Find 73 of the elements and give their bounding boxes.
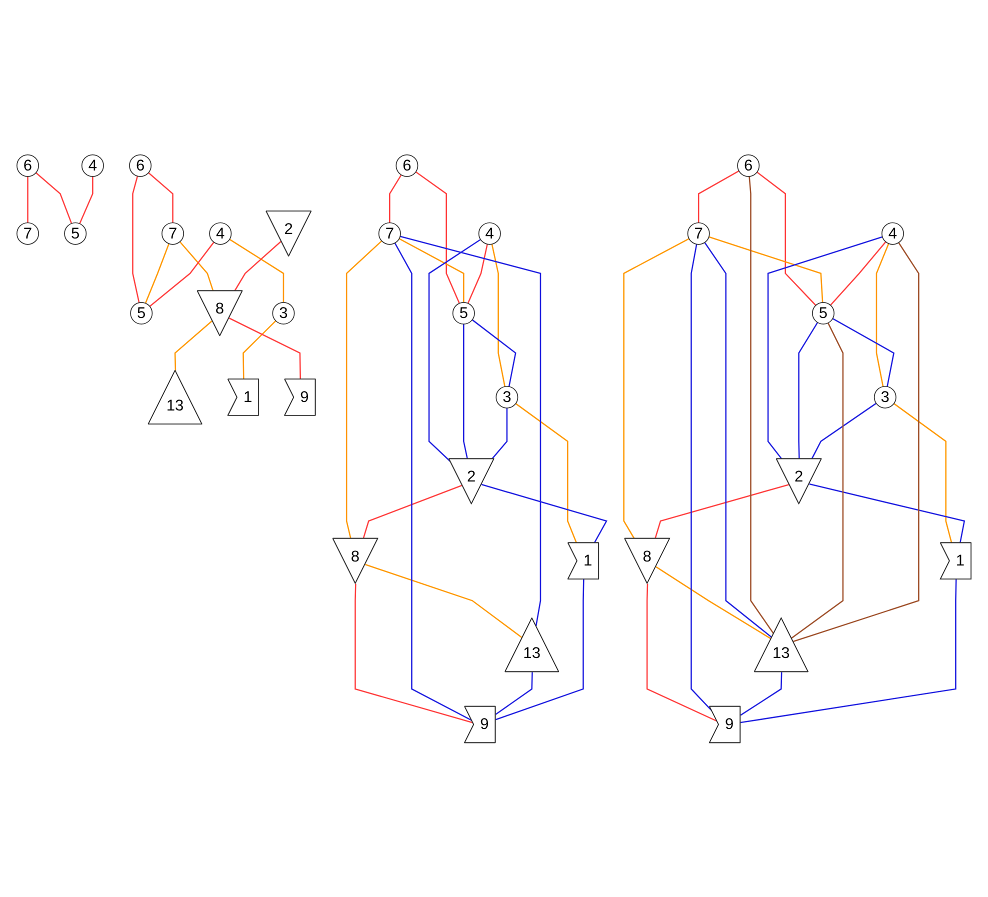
connector (756, 172, 816, 306)
connector (463, 324, 468, 460)
connector (791, 322, 844, 639)
connector (132, 176, 140, 303)
node-circle: 4 (478, 222, 501, 246)
connector (656, 566, 772, 640)
connector (228, 318, 302, 380)
connector (876, 244, 890, 387)
connector (830, 242, 886, 306)
connector (704, 242, 772, 638)
connector (148, 172, 174, 223)
connector (428, 239, 481, 462)
connector (415, 172, 460, 304)
connector (646, 584, 718, 722)
connector (491, 244, 506, 387)
node-circle: 5 (452, 302, 475, 325)
connector (809, 484, 966, 544)
node-circle: 5 (812, 302, 834, 325)
connector (698, 170, 740, 223)
connector (365, 564, 523, 639)
connector (242, 320, 276, 380)
connector (234, 240, 282, 292)
connector (798, 322, 818, 460)
connector (495, 580, 584, 720)
connector (36, 172, 72, 224)
connector (708, 236, 824, 303)
connector (740, 580, 957, 724)
connector (144, 244, 170, 304)
connector (400, 236, 542, 626)
node-circle: 7 (162, 222, 184, 246)
connector (472, 320, 516, 387)
connector (515, 403, 578, 544)
node-circle: 7 (16, 222, 40, 246)
connector (346, 240, 382, 540)
connector (894, 403, 952, 544)
connector (79, 176, 94, 224)
node-circle: 6 (129, 154, 152, 178)
node-circle: 4 (209, 222, 232, 246)
node-circle: 6 (396, 154, 418, 178)
connector (467, 244, 488, 304)
node-circle: 7 (687, 222, 710, 246)
connector (740, 672, 782, 716)
connector (229, 239, 284, 303)
node-circle: 6 (16, 154, 40, 178)
node-circle: 4 (881, 222, 904, 246)
connector (174, 320, 213, 372)
connector (398, 238, 464, 303)
connector (179, 242, 214, 292)
node-circle: 4 (81, 154, 104, 178)
connector (362, 484, 463, 540)
connector (491, 408, 508, 460)
node-circle: 3 (874, 386, 896, 409)
connector (354, 584, 474, 724)
connector (767, 236, 883, 460)
connector (748, 176, 774, 635)
connector (481, 484, 608, 544)
connector (394, 242, 472, 722)
node-circle: 3 (272, 302, 295, 325)
connector (811, 403, 877, 460)
connector (27, 176, 28, 223)
connector (495, 672, 533, 716)
connector (389, 174, 402, 223)
node-circle: 3 (496, 386, 518, 409)
node-circle: 6 (737, 154, 760, 178)
connector (149, 242, 214, 308)
node-circle: 5 (64, 222, 87, 246)
node-circle: 5 (130, 302, 153, 325)
connector (792, 242, 920, 642)
connector (832, 318, 895, 387)
node-circle: 7 (378, 222, 401, 246)
connector (654, 484, 790, 540)
connector (690, 244, 712, 712)
connector (623, 238, 690, 540)
